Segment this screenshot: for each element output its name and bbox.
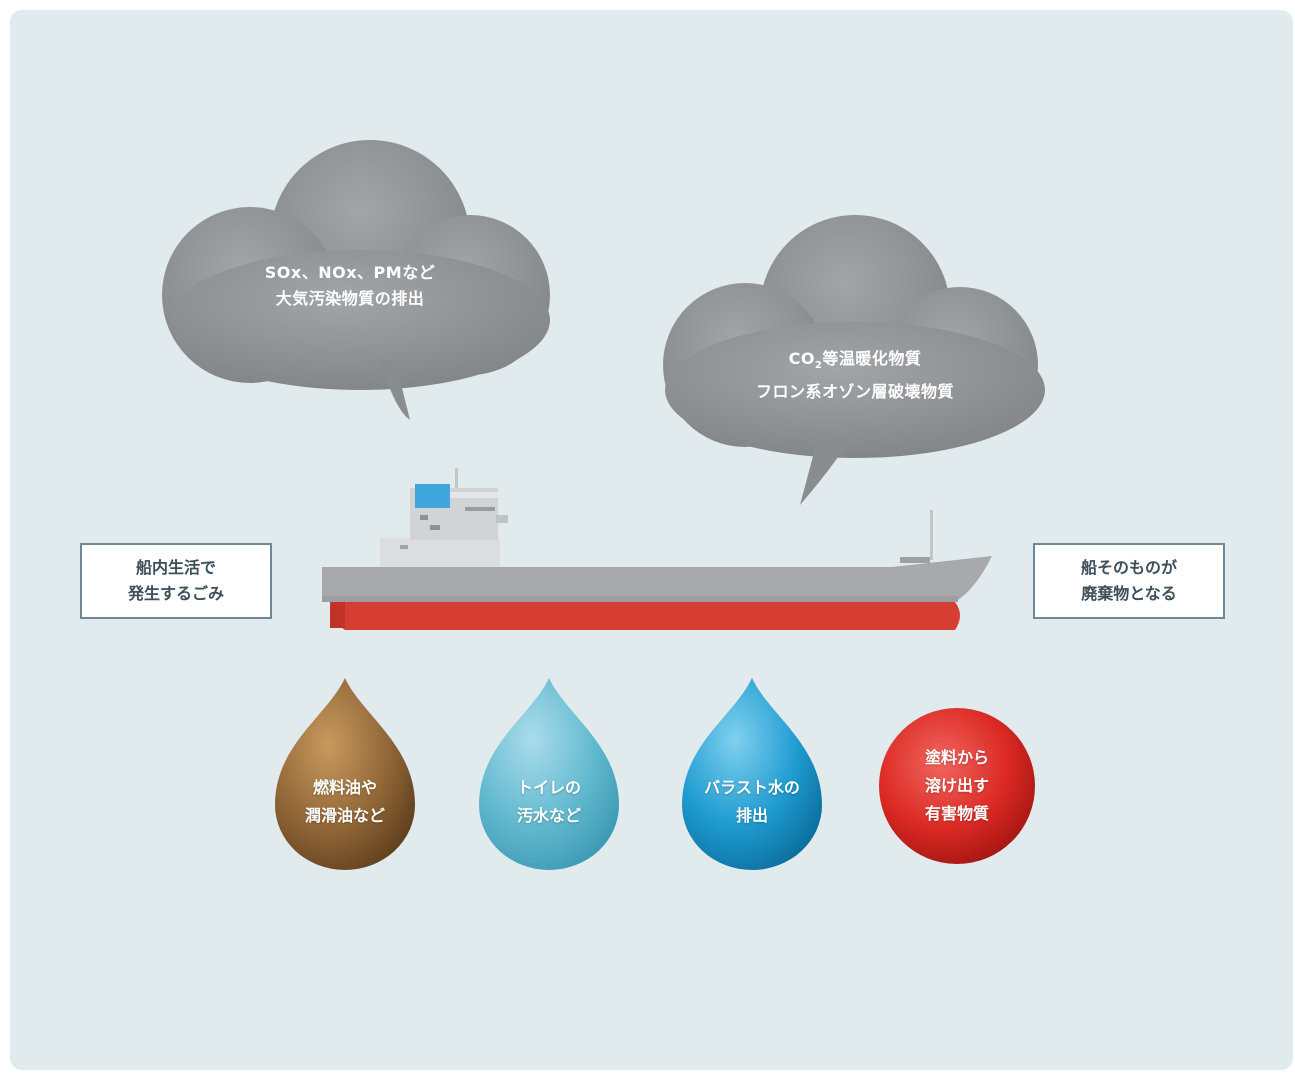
cloud-air-line2: 大気汚染物質の排出	[275, 289, 425, 308]
ballast-drop-text: バラスト水の 排出	[704, 778, 800, 825]
cloud-greenhouse-text: CO2等温暖化物質 フロン系オゾン層破壊物質	[720, 346, 990, 405]
paint-circle-text: 塗料から 溶け出す 有害物質	[924, 748, 989, 823]
oil-drop-text: 燃料油や 潤滑油など	[304, 778, 385, 825]
ship	[322, 468, 992, 630]
toilet-drop-text: トイレの 汚水など	[516, 778, 581, 825]
box-ship-waste: 船そのものが 廃棄物となる	[1033, 543, 1225, 619]
ballast-drop	[682, 678, 822, 870]
cloud-greenhouse-line2: フロン系オゾン層破壊物質	[755, 382, 954, 402]
background-panel	[10, 10, 1293, 1070]
toilet-drop	[479, 678, 619, 870]
cloud-air-line1: SOx、NOx、PMなど	[264, 263, 436, 282]
cloud-greenhouse	[663, 215, 1045, 505]
cloud-greenhouse-line1: CO2等温暖化物質	[788, 349, 922, 372]
cloud-air-pollution-text: SOx、NOx、PMなど 大気汚染物質の排出	[230, 260, 470, 312]
cloud-air-pollution	[162, 140, 550, 420]
box-onboard-garbage: 船内生活で 発生するごみ	[80, 543, 272, 619]
paint-circle	[879, 708, 1035, 864]
oil-drop	[275, 678, 415, 870]
